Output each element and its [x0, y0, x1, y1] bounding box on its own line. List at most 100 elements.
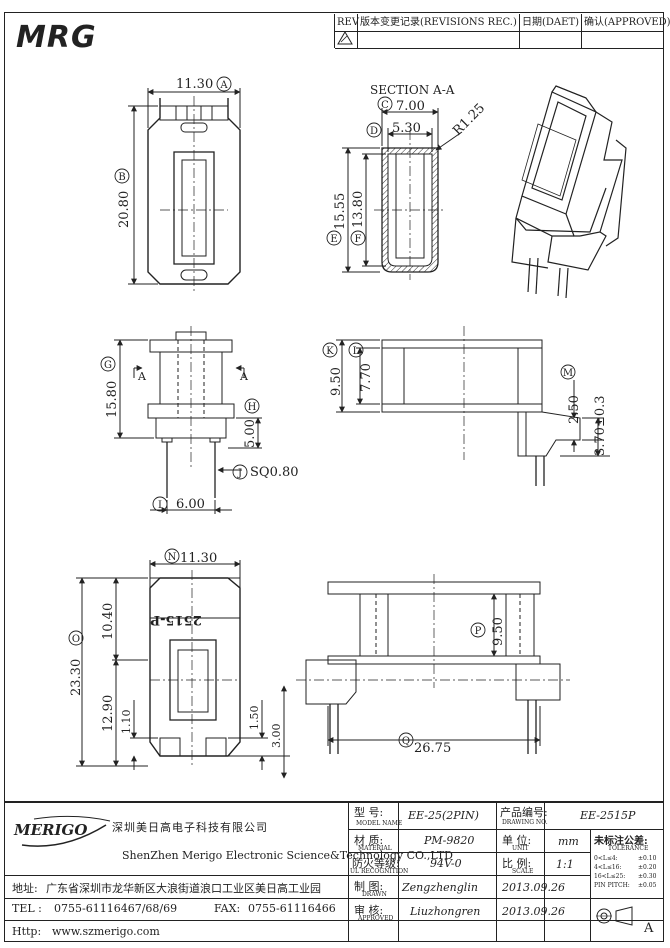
model-label: 型 号: — [354, 806, 384, 819]
approved-date: 2013.09.26 — [502, 905, 565, 918]
drawing-no-label-en: DRAWING NO. — [502, 819, 548, 826]
svg-text:J: J — [237, 468, 242, 479]
revision-date-cell — [519, 31, 581, 48]
dim-small-b-text: 1.50 — [248, 706, 261, 731]
tolerance-value: ±0.30 — [638, 873, 657, 880]
tel: 0755-61116467/68/69 — [54, 902, 178, 915]
unit-value: mm — [558, 835, 579, 848]
revision-approved-cell — [581, 31, 664, 48]
drawn-date: 2013.09.26 — [502, 881, 565, 894]
revision-record-cell — [357, 31, 519, 48]
front-view — [114, 326, 262, 514]
svg-text:H: H — [248, 402, 257, 413]
svg-text:E: E — [330, 234, 337, 245]
lower-side-view — [296, 574, 570, 754]
dim-b-text: 20.80 — [117, 191, 132, 228]
tel-label: TEL : — [12, 902, 42, 915]
revision-triangle-icon — [335, 31, 357, 48]
drawn-by: Zengzhenglin — [402, 881, 478, 894]
company-name-en: ShenZhen Merigo Electronic Science&Techn… — [122, 849, 453, 862]
side-view — [336, 326, 610, 486]
tolerance-row: 0<L≤4: — [594, 855, 618, 862]
svg-text:G: G — [104, 360, 112, 371]
model-value: EE-25(2PIN) — [408, 809, 479, 822]
dim-d-text: 5.30 — [392, 121, 421, 136]
scale-value: 1:1 — [556, 858, 574, 871]
section-marker-right: A — [239, 370, 249, 383]
svg-text:D: D — [370, 126, 378, 137]
section-marker-left: A — [137, 370, 147, 383]
material-value: PM-9820 — [424, 834, 475, 847]
dim-o-upper-text: 10.40 — [101, 603, 116, 640]
dim-a-text: 11.30 — [176, 77, 213, 92]
sheet-letter: A — [644, 921, 654, 936]
approved-label-en: APPROVED — [358, 915, 394, 922]
model-label-en: MODEL NAME — [356, 820, 403, 827]
svg-text:A: A — [219, 80, 228, 91]
drawing-no-label: 产品编号: — [500, 806, 548, 819]
bottom-view — [76, 560, 290, 779]
website: www.szmerigo.com — [52, 925, 160, 938]
flammability-label-en: UL RECOGNITION — [350, 868, 409, 875]
tolerance-row: PIN PITCH: — [594, 882, 630, 889]
svg-text:K: K — [326, 346, 334, 357]
revision-record-header: 版本变更记录(REVISIONS REC.) — [357, 14, 519, 31]
unit-label-en: UNIT — [512, 845, 529, 852]
approved-label: 审 核: — [354, 904, 384, 917]
tolerance-en: TOLERANCE — [608, 845, 649, 852]
dim-i-text: 6.00 — [176, 497, 205, 512]
dim-o-text: 23.30 — [69, 659, 84, 696]
svg-text:Q: Q — [402, 736, 410, 747]
merigo-logo: MERIGO — [14, 821, 88, 839]
tolerance-value: ±0.10 — [638, 855, 657, 862]
approved-by: Liuzhongren — [410, 905, 481, 918]
dim-r-text: R1.25 — [450, 101, 488, 139]
revision-table: REV 版本变更记录(REVISIONS REC.) 日期(DAET) 确认(A… — [334, 14, 670, 49]
flammability-label: 防火等级: — [352, 857, 400, 870]
dim-q-text: 26.75 — [414, 741, 451, 756]
fax-label: FAX: — [214, 902, 241, 915]
dim-e-text: 13.80 — [351, 191, 366, 228]
svg-text:I: I — [158, 500, 162, 511]
dim-n-text: 11.30 — [180, 551, 217, 566]
drawn-label-en: DRAWN — [362, 891, 387, 898]
isometric-view — [511, 85, 627, 299]
dim-m2-text: 3.70±0.3 — [593, 395, 608, 456]
dim-g-text: 15.80 — [105, 381, 120, 418]
tolerance-value: ±0.20 — [638, 864, 657, 871]
tolerance-row: 16<L≤25: — [594, 873, 626, 880]
dim-m-text: 2.50 — [567, 395, 582, 424]
technical-drawing: AB CD EF GH JI KL MN OP Q 11.30 20.80 SE… — [68, 76, 627, 779]
callout-markers — [68, 76, 576, 748]
address: 广东省深圳市龙华新区大浪街道浪口工业区美日高工业园 — [46, 882, 321, 895]
section-title: SECTION A-A — [370, 83, 455, 97]
svg-text:F: F — [355, 234, 362, 245]
title-block: MERIGO 深圳美日高电子科技有限公司 ShenZhen Merigo Ele… — [4, 801, 664, 942]
mrg-logo: MRG — [16, 20, 97, 55]
svg-text:B: B — [118, 172, 125, 183]
revision-date-header: 日期(DAET) — [519, 14, 581, 31]
merigo-swoosh-icon — [21, 815, 111, 847]
material-label-en: MATERIAL — [358, 845, 392, 852]
dim-small-a-text: 1.10 — [120, 710, 133, 735]
material-label: 材 质: — [354, 834, 384, 847]
tolerance-title: 未标注公差: — [594, 836, 648, 847]
svg-text:M: M — [563, 368, 573, 379]
fax: 0755-61116466 — [248, 902, 336, 915]
dim-small-c-text: 3.00 — [270, 724, 283, 749]
flammability-value: 94V-0 — [430, 857, 462, 870]
part-marking: 2515-P — [150, 612, 202, 627]
svg-text:L: L — [353, 346, 360, 357]
revision-approved-header: 确认(APPROVED) — [581, 14, 670, 31]
rev-header: REV — [337, 17, 360, 28]
dim-f-text: 15.55 — [333, 193, 348, 230]
svg-text:P: P — [475, 626, 482, 637]
svg-text:C: C — [381, 100, 389, 111]
top-view — [128, 88, 241, 292]
svg-text:N: N — [168, 552, 177, 563]
section-a-a-view — [342, 108, 463, 280]
company-name-cn: 深圳美日高电子科技有限公司 — [112, 821, 268, 834]
scale-label-en: SCALE — [512, 868, 534, 875]
dim-k-text: 9.50 — [329, 367, 344, 396]
